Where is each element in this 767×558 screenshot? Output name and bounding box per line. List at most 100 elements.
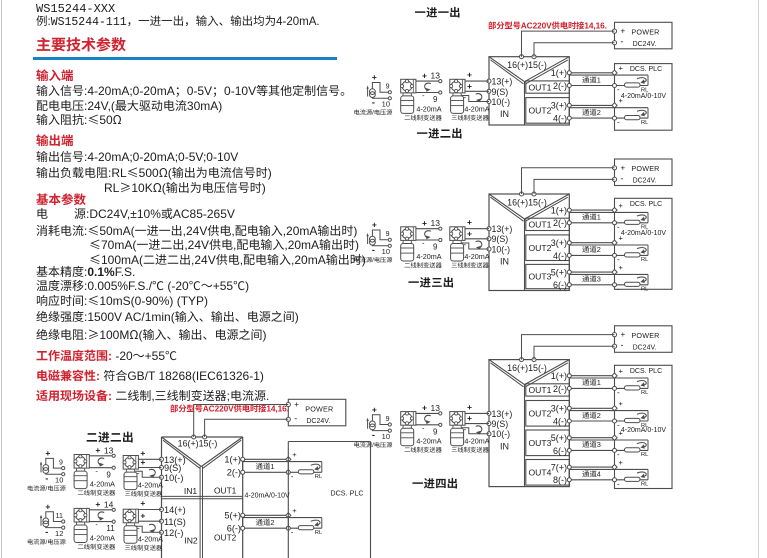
svg-text:RL: RL	[641, 257, 649, 263]
svg-text:通道3: 通道3	[582, 439, 601, 450]
svg-text:+: +	[619, 399, 624, 408]
svg-text:4(-): 4(-)	[553, 416, 567, 426]
svg-text:POWER: POWER	[631, 331, 659, 340]
svg-text:10(-): 10(-)	[492, 97, 511, 107]
svg-text:1(+): 1(+)	[224, 455, 241, 465]
svg-text:DCS. PLC: DCS. PLC	[330, 489, 363, 498]
svg-text:16(+)15(-): 16(+)15(-)	[178, 438, 218, 448]
svg-text:9: 9	[433, 427, 438, 436]
svg-text:通道1: 通道1	[582, 377, 601, 388]
svg-text:RL: RL	[641, 482, 649, 488]
svg-text:-: -	[137, 523, 140, 532]
svg-text:-: -	[95, 520, 98, 529]
svg-text:13: 13	[431, 71, 441, 81]
svg-text:-: -	[621, 173, 624, 183]
svg-text:POWER: POWER	[305, 405, 333, 414]
svg-text:+: +	[372, 72, 377, 82]
svg-text:RL: RL	[641, 452, 649, 458]
svg-text:-: -	[617, 388, 620, 397]
svg-text:13(+): 13(+)	[492, 409, 513, 419]
svg-text:13: 13	[431, 403, 441, 413]
svg-text:DC24V.: DC24V.	[633, 344, 657, 351]
svg-text:+: +	[467, 413, 472, 423]
svg-text:IN: IN	[500, 109, 509, 119]
svg-text:-: -	[617, 118, 620, 127]
svg-text:-: -	[372, 430, 375, 440]
svg-text:二线制变送器: 二线制变送器	[404, 113, 442, 122]
svg-text:+: +	[45, 448, 50, 458]
svg-text:4-20mA: 4-20mA	[90, 534, 115, 543]
svg-text:11(S): 11(S)	[164, 517, 186, 527]
svg-text:1(+): 1(+)	[551, 68, 567, 78]
svg-text:2(-): 2(-)	[553, 218, 567, 228]
svg-text:+: +	[422, 70, 427, 80]
svg-text:4-20mA: 4-20mA	[464, 437, 489, 446]
svg-text:+: +	[619, 201, 624, 210]
svg-text:4-20mA: 4-20mA	[464, 252, 489, 261]
svg-text:4-20mA: 4-20mA	[464, 104, 489, 113]
svg-text:+: +	[621, 330, 626, 339]
svg-text:4-20mA: 4-20mA	[416, 437, 441, 446]
svg-text:2(-): 2(-)	[227, 468, 241, 478]
svg-text:4-20mA/0-10V: 4-20mA/0-10V	[621, 230, 666, 237]
svg-text:1(+): 1(+)	[551, 205, 567, 215]
svg-text:IN: IN	[500, 257, 509, 267]
svg-text:4-20mA/0-10V: 4-20mA/0-10V	[245, 492, 290, 499]
svg-text:13: 13	[431, 218, 441, 228]
svg-text:三线制变送器: 三线制变送器	[451, 260, 489, 269]
svg-text:+: +	[140, 457, 145, 467]
svg-text:9(S): 9(S)	[164, 463, 181, 473]
svg-text:+: +	[467, 402, 472, 412]
svg-text:OUT1: OUT1	[529, 220, 552, 230]
svg-text:5(+): 5(+)	[551, 433, 567, 443]
svg-text:OUT1: OUT1	[214, 486, 237, 496]
svg-text:+: +	[140, 448, 145, 458]
svg-text:+: +	[292, 506, 297, 515]
svg-text:+: +	[619, 64, 624, 73]
svg-text:12: 12	[55, 529, 63, 538]
svg-text:4(-): 4(-)	[553, 114, 567, 124]
svg-text:RL: RL	[641, 287, 649, 293]
svg-text:POWER: POWER	[631, 28, 659, 37]
svg-text:-: -	[422, 239, 425, 248]
svg-text:通道2: 通道2	[582, 244, 601, 255]
svg-text:7(+): 7(+)	[551, 462, 567, 472]
svg-text:部分型号AC220V供电时接14,16.: 部分型号AC220V供电时接14,16.	[488, 20, 607, 32]
svg-text:5(+): 5(+)	[224, 511, 241, 521]
svg-text:+: +	[467, 217, 472, 227]
svg-text:3(+): 3(+)	[551, 404, 567, 414]
svg-text:13(+): 13(+)	[492, 224, 513, 234]
svg-text:13: 13	[104, 445, 114, 455]
svg-text:10(-): 10(-)	[492, 429, 511, 439]
svg-text:11: 11	[56, 513, 63, 520]
svg-text:+: +	[467, 70, 472, 80]
svg-text:9(S): 9(S)	[492, 87, 509, 97]
svg-text:一进一出: 一进一出	[415, 5, 461, 21]
svg-text:10: 10	[382, 100, 390, 109]
svg-text:16(+)15(-): 16(+)15(-)	[507, 60, 547, 70]
svg-text:电流源/电压源: 电流源/电压源	[354, 255, 393, 264]
svg-text:4-20mA/0-10V: 4-20mA/0-10V	[621, 93, 666, 100]
svg-text:DCS. PLC: DCS. PLC	[630, 368, 662, 375]
svg-text:+: +	[619, 263, 624, 272]
svg-text:-: -	[617, 450, 620, 459]
svg-text:二线制变送器: 二线制变送器	[404, 445, 442, 454]
svg-text:OUT2: OUT2	[214, 533, 237, 543]
svg-text:电流源/电压源: 电流源/电压源	[27, 537, 66, 546]
svg-text:RL: RL	[641, 390, 649, 396]
svg-text:4-20mA: 4-20mA	[416, 104, 441, 113]
svg-text:+: +	[619, 458, 624, 467]
svg-text:6(-): 6(-)	[553, 446, 567, 456]
svg-text:14(+): 14(+)	[164, 505, 186, 515]
svg-text:RL: RL	[641, 423, 649, 429]
svg-text:2(-): 2(-)	[553, 81, 567, 91]
svg-text:DCS. PLC: DCS. PLC	[630, 66, 662, 73]
svg-text:5(+): 5(+)	[551, 267, 567, 277]
svg-text:一进二出: 一进二出	[417, 126, 463, 142]
svg-text:OUT2: OUT2	[529, 409, 552, 419]
svg-text:-: -	[617, 284, 620, 293]
svg-text:通道2: 通道2	[256, 517, 275, 528]
svg-text:通道1: 通道1	[582, 74, 601, 85]
svg-text:10(-): 10(-)	[492, 244, 511, 254]
svg-text:+: +	[372, 404, 377, 414]
